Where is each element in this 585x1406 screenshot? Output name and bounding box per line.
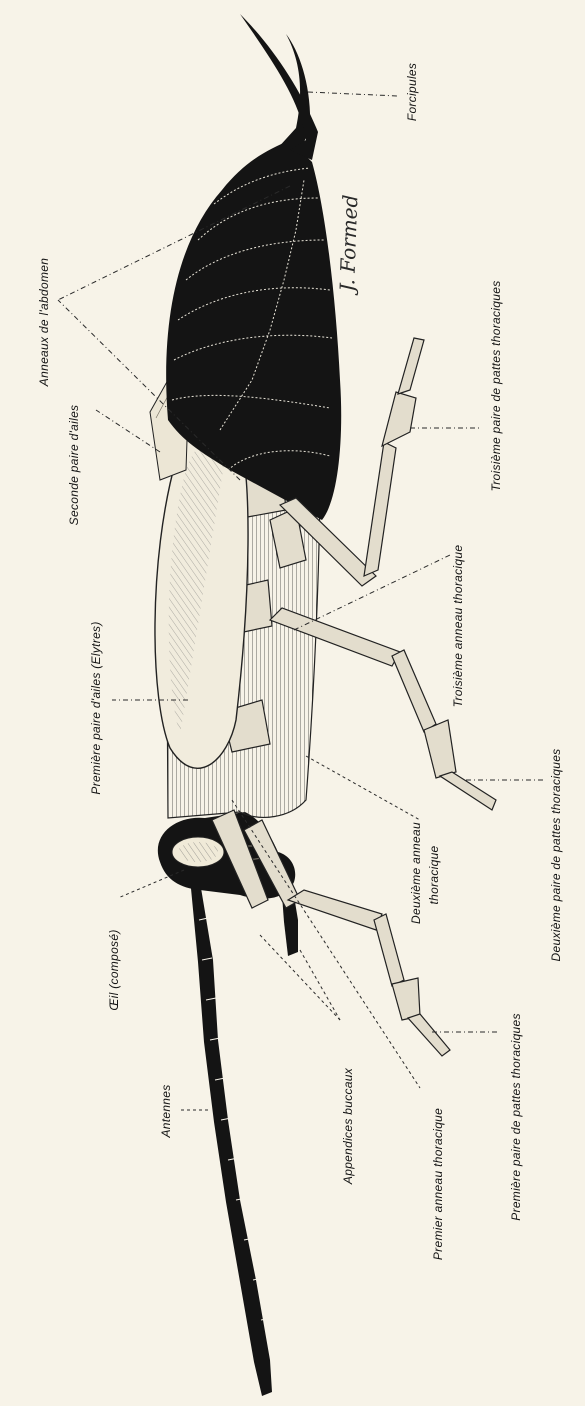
label-premiere-paire-pattes: Première paire de pattes thoraciques xyxy=(509,1013,523,1221)
label-troisieme-anneau: Troisième anneau thoracique xyxy=(451,545,465,708)
label-anneaux-abdomen: Anneaux de l'abdomen xyxy=(37,258,51,387)
label-premier-anneau: Premier anneau thoracique xyxy=(431,1108,445,1260)
label-troisieme-paire-pattes: Troisième paire de pattes thoraciques xyxy=(489,281,503,492)
label-premiere-paire-ailes: Première paire d'ailes (Elytres) xyxy=(89,621,103,794)
label-oeil: Œil (composé) xyxy=(107,929,121,1010)
label-seconde-paire-ailes: Seconde paire d'ailes xyxy=(67,405,81,526)
label-forcipules: Forcipules xyxy=(405,63,419,121)
label-deuxieme-anneau-1: Deuxième anneau xyxy=(409,822,423,924)
label-deuxieme-paire-pattes: Deuxième paire de pattes thoraciques xyxy=(549,749,563,962)
label-deuxieme-anneau-2: thoracique xyxy=(427,845,441,904)
signature: J. Formed xyxy=(335,194,363,296)
forceps xyxy=(240,14,318,160)
label-antennes: Antennes xyxy=(159,1084,173,1138)
label-appendices-buccaux: Appendices buccaux xyxy=(341,1067,355,1185)
antenna xyxy=(190,878,272,1396)
